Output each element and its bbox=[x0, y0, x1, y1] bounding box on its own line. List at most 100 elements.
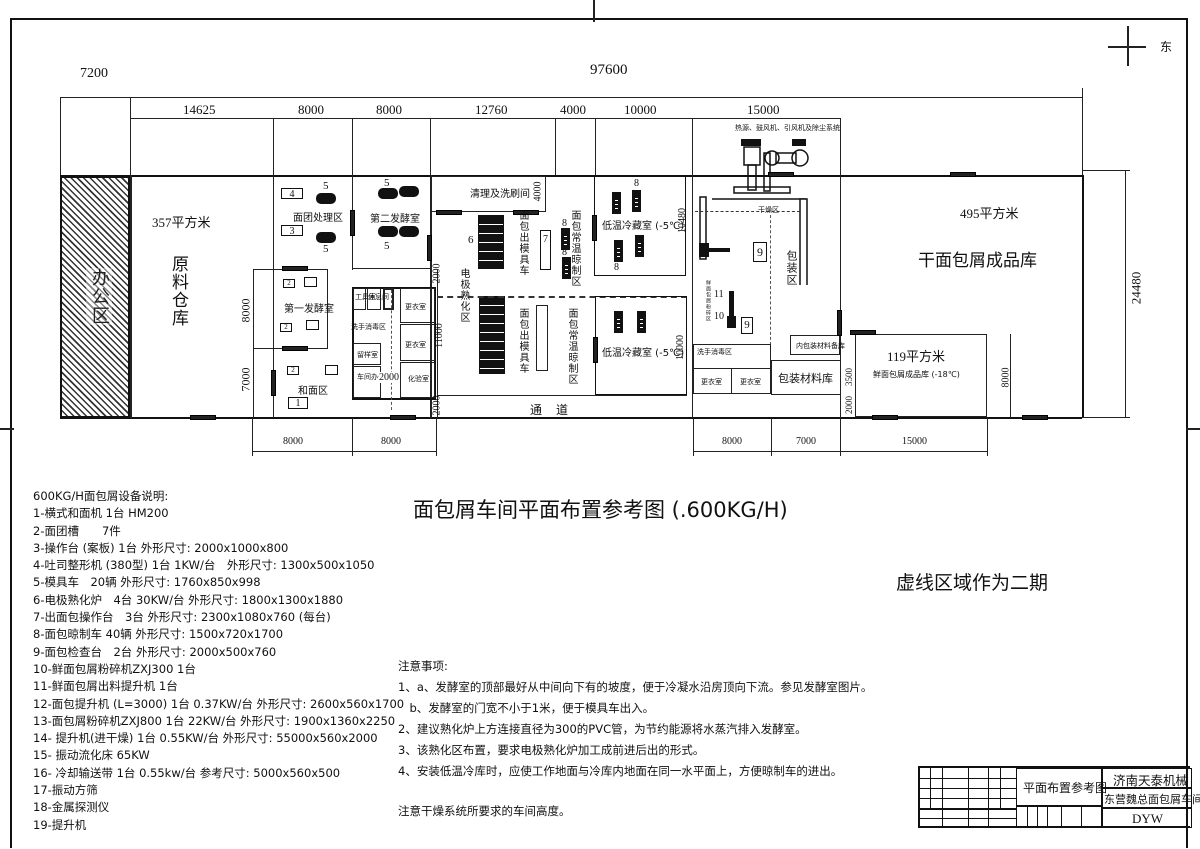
legend-item: 8-面包晾制车 40辆 外形尺寸: 1500x720x1700 bbox=[33, 627, 284, 642]
raw-store-label: 原料仓库 bbox=[168, 255, 188, 327]
aisle-edge bbox=[437, 395, 687, 396]
dim-segment: 10000 bbox=[624, 102, 657, 117]
crusher-note: 鲜面包屑粉碎区 bbox=[705, 280, 711, 322]
legend-item: 16- 冷却输送带 1台 0.55kw/台 参考尺寸: 5000x560x500 bbox=[33, 765, 341, 780]
dim-aisle-bottom: 2000 bbox=[431, 395, 443, 416]
room-label: 洗手消毒区 bbox=[697, 348, 732, 356]
door-icon bbox=[593, 337, 598, 363]
title-block-company-cell bbox=[1102, 768, 1192, 788]
compass-label: 东 bbox=[1160, 40, 1173, 54]
electrode-oven-bottom[interactable] bbox=[479, 296, 505, 374]
title-block: 平面布置参考图 济南天泰机械 东营魏总面包屑车间 DYW bbox=[918, 766, 1200, 828]
dim-oven-zone: 11000 bbox=[433, 323, 445, 348]
dim-line-right bbox=[1125, 170, 1126, 418]
center-mark-top bbox=[593, 0, 595, 22]
title-block-project: 东营魏总面包屑车间 bbox=[1104, 793, 1200, 806]
wall bbox=[840, 175, 841, 418]
phase-2-boundary bbox=[770, 215, 771, 345]
legend-item: 11-鲜面包屑出料提升机 1台 bbox=[33, 679, 178, 694]
title-block-code-cell bbox=[1102, 808, 1192, 828]
room-label: 更衣室 bbox=[701, 378, 722, 386]
marker-5: 5 bbox=[384, 240, 390, 252]
door-icon bbox=[1022, 415, 1048, 420]
cold-room-top-label: 低温冷藏室 (-5℃) bbox=[602, 221, 685, 232]
dough-trough-icon[interactable] bbox=[304, 277, 317, 287]
equipment-2[interactable]: 2 bbox=[287, 366, 299, 375]
crusher-elevator-icon bbox=[729, 291, 734, 319]
room-label: 更衣室 bbox=[740, 378, 761, 386]
dim-ext bbox=[352, 418, 353, 456]
dim-bottom: 8000 bbox=[283, 436, 303, 447]
wall bbox=[352, 268, 430, 269]
dim-mixing: 7000 bbox=[238, 367, 253, 392]
dim-segment: 8000 bbox=[376, 102, 402, 117]
mold-cart-icon bbox=[378, 188, 398, 199]
legend-item: 9-面包检查台 2台 外形尺寸: 2000x500x760 bbox=[33, 644, 277, 659]
washroom-label: 清理及洗刷间 bbox=[470, 189, 530, 200]
mold-cart-icon bbox=[399, 186, 419, 197]
center-mark-left bbox=[0, 428, 14, 430]
legend-item: 6-电极熟化炉 4台 30KW/台 外形尺寸: 1800x1300x1880 bbox=[33, 592, 344, 607]
dim-ext bbox=[555, 118, 556, 176]
room-label: 工具室 bbox=[355, 293, 376, 301]
phase-2-boundary bbox=[437, 296, 687, 298]
office-area bbox=[60, 176, 130, 418]
dough-trough-icon[interactable] bbox=[306, 320, 319, 330]
dim-line-overall bbox=[60, 97, 1082, 98]
building-wall-bottom bbox=[60, 417, 1082, 419]
door-icon bbox=[427, 235, 432, 261]
fresh-store-room bbox=[855, 334, 987, 417]
equipment-2[interactable]: 2 bbox=[283, 279, 295, 288]
dim-ext bbox=[430, 118, 431, 176]
bread-table-icon[interactable] bbox=[536, 305, 548, 371]
dim-line-bottom-left bbox=[252, 451, 436, 452]
legend-title: 600KG/H面包屑设备说明: bbox=[33, 489, 169, 503]
out-cart-label: 面包出模具车 bbox=[517, 308, 528, 374]
cooling-rack-icon bbox=[635, 235, 644, 257]
raw-store-area: 357平方米 bbox=[152, 215, 211, 230]
wall bbox=[430, 175, 432, 418]
cooling-zone-top-label: 面包常温晾制区 bbox=[569, 210, 580, 287]
door-icon bbox=[950, 172, 976, 177]
equipment-1[interactable]: 1 bbox=[288, 397, 308, 409]
legend-item: 12-面包提升机 (L=3000) 1台 0.37KW/台 外形尺寸: 2600… bbox=[33, 696, 405, 711]
room-label: 更衣室 bbox=[405, 341, 426, 349]
drying-system-icon bbox=[699, 139, 809, 285]
equipment-4[interactable]: 4 bbox=[281, 188, 303, 200]
dim-ext bbox=[1010, 334, 1011, 418]
fresh-store-label: 鲜面包屑成品库 (-18℃) bbox=[873, 370, 960, 379]
dim-pack-aisle: 2000 bbox=[844, 396, 854, 414]
note-item: 3、该熟化区布置，要求电极熟化炉加工成前进后出的形式。 bbox=[398, 743, 705, 757]
dim-bottom: 8000 bbox=[381, 436, 401, 447]
equipment-2[interactable]: 2 bbox=[280, 323, 292, 332]
legend-item: 18-金属探测仪 bbox=[33, 800, 110, 815]
dim-ext bbox=[595, 118, 596, 176]
dim-ext bbox=[840, 418, 841, 456]
dough-trough-icon[interactable] bbox=[325, 365, 338, 375]
equipment-9[interactable]: 9 bbox=[753, 242, 767, 262]
title-block-company: 济南天泰机械 bbox=[1113, 773, 1189, 788]
legend-item: 15- 振动流化床 65KW bbox=[33, 748, 150, 763]
oven-zone-label: 电极熟化区 bbox=[458, 268, 469, 323]
dim-office-width: 7200 bbox=[80, 66, 108, 81]
mold-cart-icon bbox=[378, 226, 398, 237]
wall bbox=[273, 175, 274, 418]
notes-footer: 注意干燥系统所要求的车间高度。 bbox=[398, 804, 571, 818]
door-icon bbox=[592, 215, 597, 241]
cooling-zone-bottom-label: 面包常温晾制区 bbox=[566, 308, 577, 385]
dim-segment: 8000 bbox=[298, 102, 324, 117]
center-mark-right bbox=[1186, 428, 1200, 430]
electrode-oven-top[interactable] bbox=[478, 215, 504, 269]
door-icon bbox=[513, 210, 539, 215]
marker-8: 8 bbox=[562, 247, 567, 258]
equipment-7[interactable]: 7 bbox=[540, 230, 551, 270]
dim-pack-store: 3500 bbox=[844, 368, 854, 386]
equipment-3[interactable]: 3 bbox=[281, 225, 303, 237]
equipment-9[interactable]: 9 bbox=[741, 317, 753, 334]
corridor-centerline bbox=[391, 290, 392, 410]
door-icon bbox=[271, 370, 276, 396]
door-icon bbox=[850, 330, 876, 335]
equipment-legend: 600KG/H面包屑设备说明: 1-横式和面机 1台 HM200 2-面团槽 7… bbox=[33, 488, 404, 834]
dim-overall-width: 97600 bbox=[590, 62, 628, 78]
dryer-note: 热源、鼓风机、引风机及除尘系统 bbox=[735, 124, 840, 132]
